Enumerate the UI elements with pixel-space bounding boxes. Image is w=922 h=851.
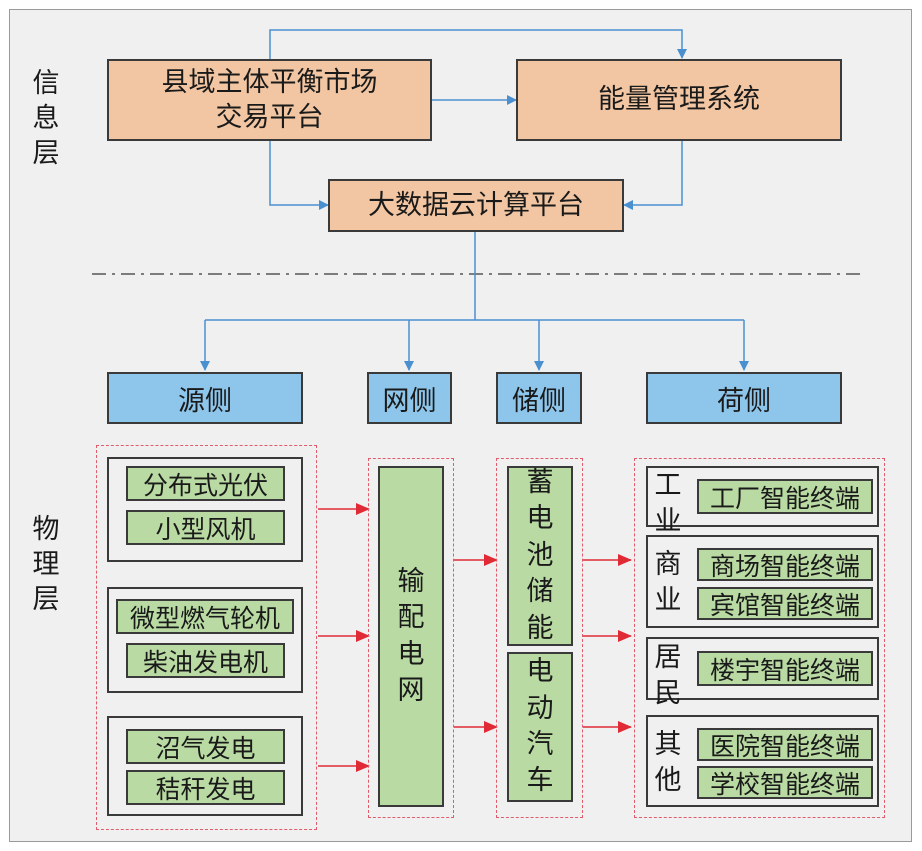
diagram-frame xyxy=(9,9,912,842)
load-group-label: 工 业 xyxy=(654,470,682,538)
load-group-label: 商 业 xyxy=(654,549,682,617)
load-terminal: 学校智能终端 xyxy=(697,766,873,799)
load-group-industry xyxy=(646,466,879,527)
transmission-grid-box: 输 配 电 网 xyxy=(378,466,444,807)
info-layer-label: 信 息 层 xyxy=(32,68,60,170)
arrow-market-bigdata xyxy=(265,131,329,210)
source-item: 分布式光伏 xyxy=(126,466,285,501)
grid-side-box: 网侧 xyxy=(367,372,452,424)
source-item: 小型风机 xyxy=(126,510,285,545)
storage-side-box: 储侧 xyxy=(496,372,582,424)
load-region xyxy=(634,458,885,818)
load-group-residential xyxy=(646,637,879,700)
battery-storage-box: 蓄 电 池 储 能 xyxy=(507,466,573,646)
load-group-commerce xyxy=(646,535,879,628)
source-group-3 xyxy=(107,716,303,816)
source-item: 柴油发电机 xyxy=(126,643,285,678)
source-item: 微型燃气轮机 xyxy=(116,599,294,634)
arrow-market-energy-top xyxy=(265,29,687,67)
storage-region xyxy=(496,458,583,818)
load-terminal: 商场智能终端 xyxy=(697,548,873,581)
source-item: 沼气发电 xyxy=(126,729,285,764)
load-group-label: 居 民 xyxy=(654,642,682,710)
source-side-box: 源侧 xyxy=(107,372,303,424)
grid-region xyxy=(368,458,454,818)
source-item: 秸秆发电 xyxy=(126,770,285,805)
big-data-box: 大数据云计算平台 xyxy=(328,179,624,232)
energy-management-box: 能量管理系统 xyxy=(516,59,842,141)
arrow-energy-bigdata xyxy=(623,131,687,210)
load-terminal: 工厂智能终端 xyxy=(697,479,873,514)
source-group-2 xyxy=(107,587,303,693)
load-terminal: 宾馆智能终端 xyxy=(697,587,873,620)
load-terminal: 医院智能终端 xyxy=(697,728,873,761)
load-group-label: 其 他 xyxy=(654,729,682,797)
electric-vehicle-box: 电 动 汽 车 xyxy=(507,652,573,802)
source-region xyxy=(96,445,317,830)
load-group-other xyxy=(646,715,879,807)
source-group-1 xyxy=(107,457,303,562)
load-terminal: 楼宇智能终端 xyxy=(697,651,873,686)
county-market-box: 县域主体平衡市场 交易平台 xyxy=(107,59,432,141)
physical-layer-label: 物 理 层 xyxy=(32,514,60,616)
load-side-box: 荷侧 xyxy=(646,372,842,424)
